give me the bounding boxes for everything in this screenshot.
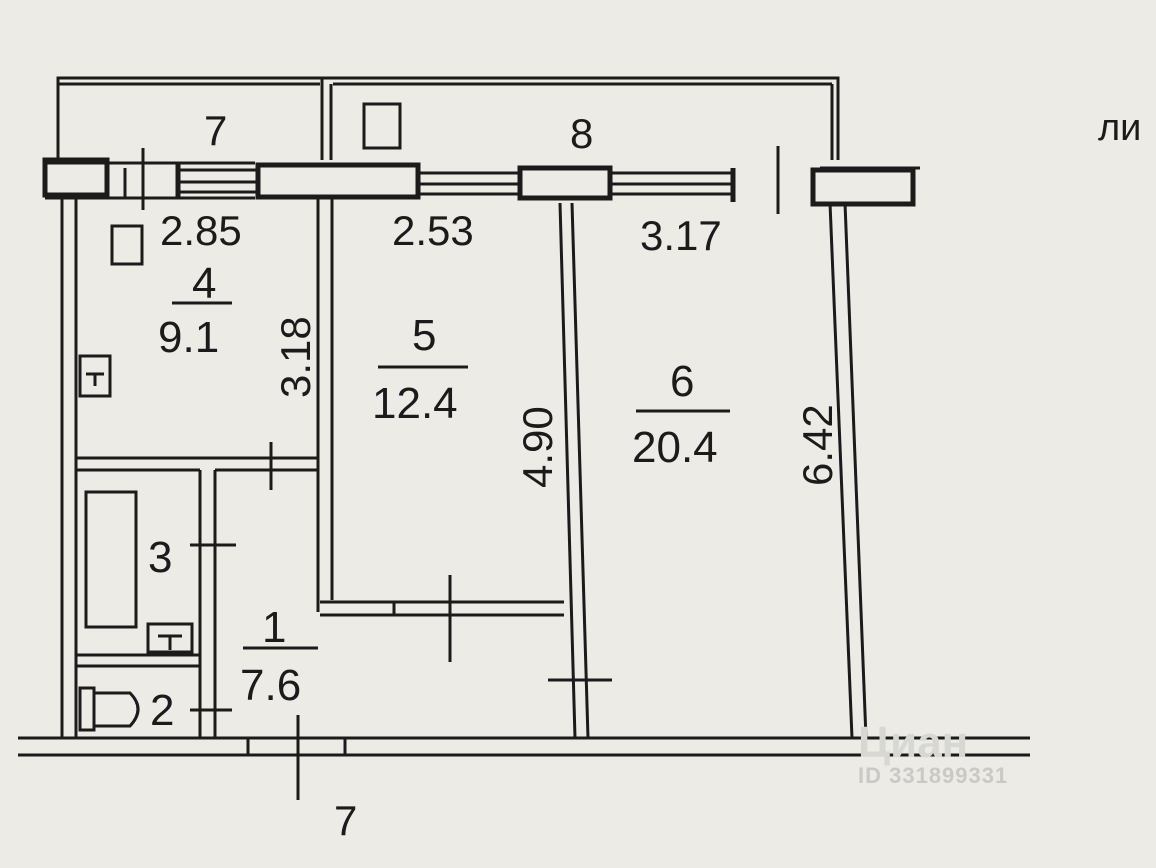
room-4-number: 4	[192, 259, 216, 308]
window-room6	[610, 168, 736, 202]
wall-pier-2	[517, 165, 613, 201]
room-5-area: 12.4	[372, 379, 458, 428]
entrance-number: 7	[334, 797, 357, 844]
dim-room6-width: 3.17	[640, 212, 722, 259]
window-room4	[175, 162, 258, 198]
dim-room6-length: 6.42	[794, 404, 841, 486]
dim-room4-width: 2.85	[160, 207, 242, 254]
room-6-area: 20.4	[632, 423, 718, 472]
watermark-brand: Циан	[858, 718, 968, 767]
room-5-number: 5	[412, 311, 436, 360]
room-6-number: 6	[670, 357, 694, 406]
bathtub-icon	[84, 490, 138, 629]
dim-room5-length: 4.90	[514, 406, 561, 488]
balcony-7-number: 7	[204, 107, 227, 154]
dim-room4-length: 3.18	[272, 316, 319, 398]
sink-icon	[146, 622, 194, 654]
watermark-listing-id: ID 331899331	[858, 763, 1008, 788]
wall-pier-right	[810, 167, 916, 207]
room-4-area: 9.1	[158, 313, 219, 362]
edge-text: ли	[1098, 107, 1141, 149]
balcony-outline	[56, 76, 840, 160]
kitchen-sink-icon	[110, 224, 144, 266]
window-room5	[418, 171, 520, 196]
room-2-number: 2	[150, 686, 174, 735]
room-1-number: 1	[262, 603, 286, 652]
balcony-7-square-icon	[362, 102, 402, 150]
toilet-icon	[78, 686, 140, 732]
balcony-8-number: 8	[570, 110, 593, 157]
room-3-number: 3	[148, 533, 172, 582]
wall-pier-1	[255, 162, 421, 200]
dim-room5-width: 2.53	[392, 207, 474, 254]
wall-pier-left	[42, 157, 110, 198]
stove-icon	[78, 354, 112, 398]
room-1-area: 7.6	[240, 661, 301, 710]
